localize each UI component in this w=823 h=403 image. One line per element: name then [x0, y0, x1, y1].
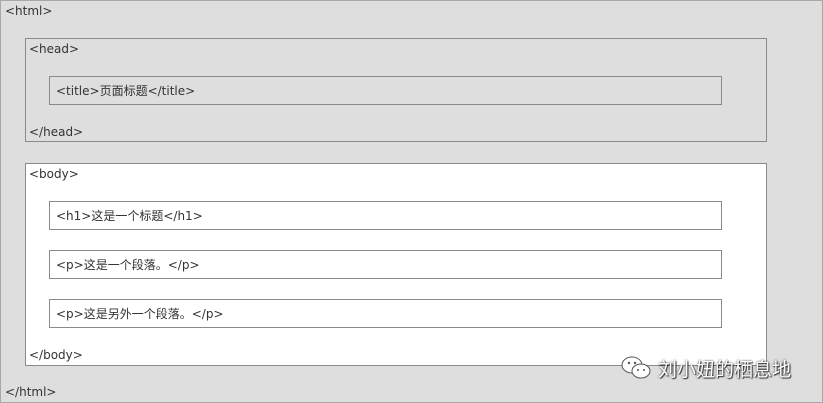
- html-close-tag: </html>: [5, 385, 57, 399]
- body-close-tag: </body>: [29, 348, 83, 362]
- watermark: 刘小妞的栖息地: [620, 354, 791, 382]
- p-element-box: <p>这是一个段落。</p>: [49, 250, 722, 279]
- h1-element-label: <h1>这是一个标题</h1>: [56, 209, 203, 223]
- body-open-tag: <body>: [29, 167, 79, 181]
- p-element-box: <p>这是另外一个段落。</p>: [49, 299, 722, 328]
- watermark-text: 刘小妞的栖息地: [658, 358, 792, 381]
- p-element-label: <p>这是一个段落。</p>: [56, 258, 200, 272]
- head-close-tag: </head>: [29, 125, 84, 139]
- body-element-box: <body> <h1>这是一个标题</h1> <p>这是一个段落。</p> <p…: [25, 163, 767, 366]
- title-element-label: <title>页面标题</title>: [56, 84, 196, 98]
- html-open-tag: <html>: [5, 4, 53, 18]
- head-element-box: <head> <title>页面标题</title> </head>: [25, 38, 767, 142]
- head-open-tag: <head>: [29, 42, 80, 56]
- title-element-box: <title>页面标题</title>: [49, 76, 722, 105]
- p-element-label: <p>这是另外一个段落。</p>: [56, 307, 224, 321]
- wechat-icon: [621, 356, 651, 379]
- h1-element-box: <h1>这是一个标题</h1>: [49, 201, 722, 230]
